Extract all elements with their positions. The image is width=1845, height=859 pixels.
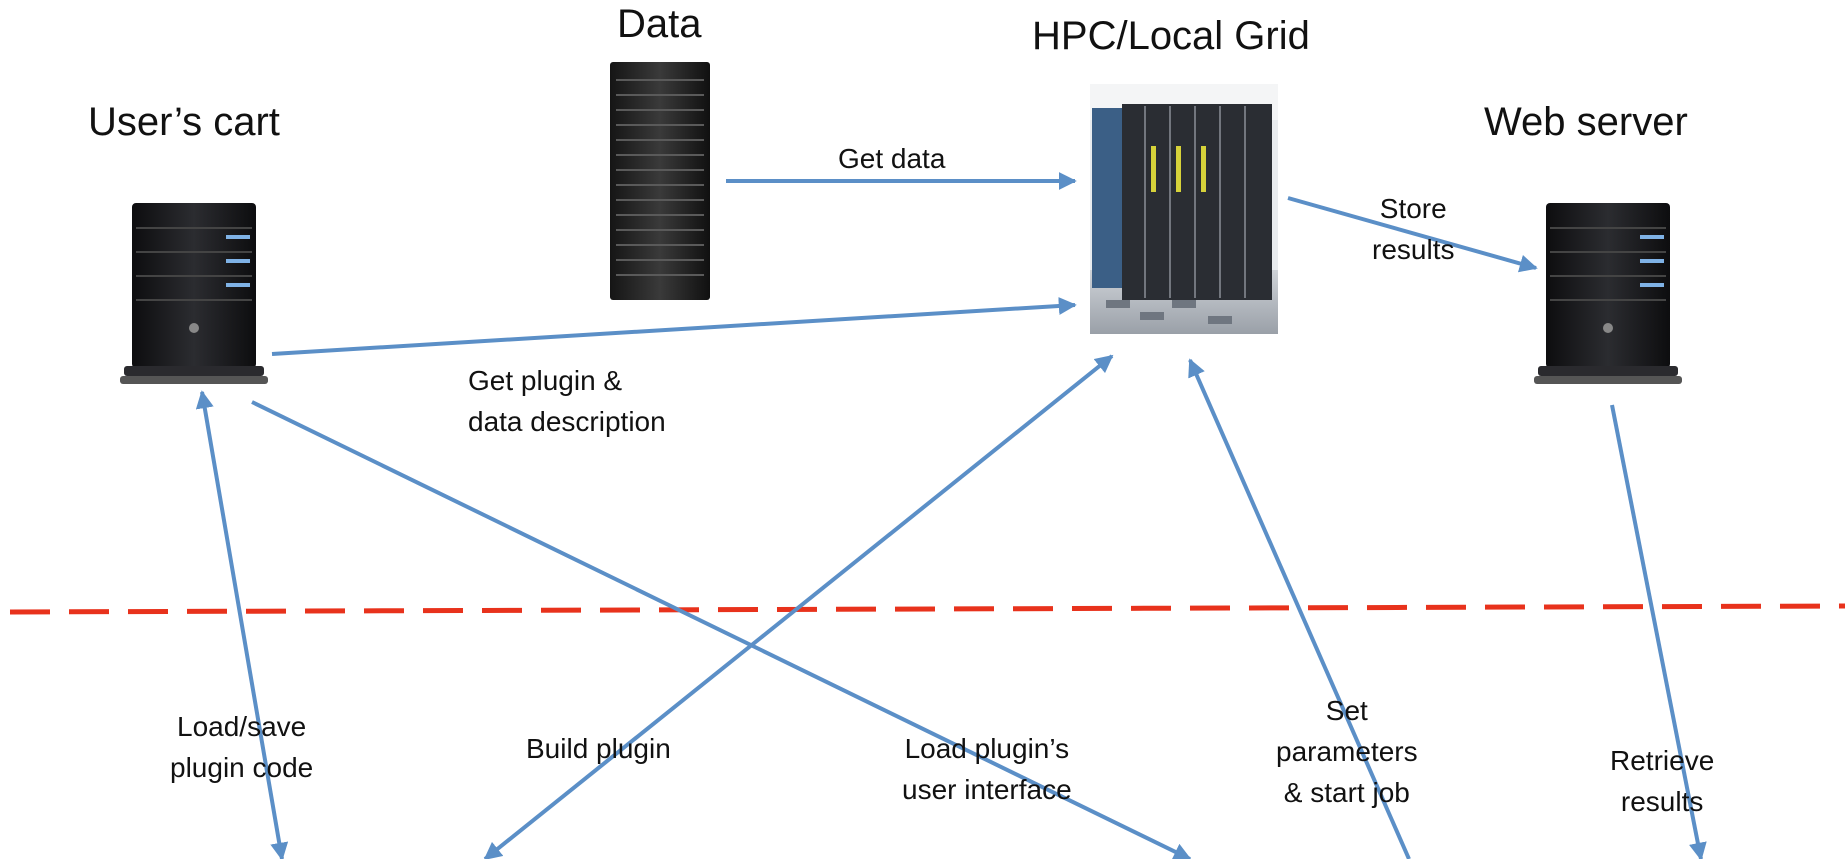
arrow-build-plugin <box>483 354 1114 859</box>
label-retrieve-results: Retrieve results <box>1610 745 1715 817</box>
hpc-local-grid-title: HPC/Local Grid <box>1032 14 1310 58</box>
network-boundary-line <box>9 603 1845 615</box>
label-get-plugin: Get plugin & data description <box>468 365 666 437</box>
users-cart-server-icon <box>120 203 268 384</box>
label-build-plugin: Build plugin <box>526 733 671 764</box>
arrow-store-results <box>1287 196 1538 273</box>
arrow-get-plugin <box>271 297 1077 356</box>
hpc-server-room-icon <box>1090 84 1278 334</box>
label-store-results: Store results <box>1372 193 1455 265</box>
label-set-parameters: Set parameters & start job <box>1276 695 1418 808</box>
web-server-icon <box>1534 203 1682 384</box>
users-cart-title: User’s cart <box>88 100 280 144</box>
web-server-title: Web server <box>1484 100 1688 144</box>
arrow-retrieve-results <box>1610 404 1707 859</box>
arrow-set-parameters <box>1188 358 1411 859</box>
label-load-save-plugin-code: Load/save plugin code <box>170 711 314 783</box>
arrow-load-plugin-ui <box>251 400 1192 859</box>
data-title: Data <box>617 2 702 46</box>
label-get-data: Get data <box>838 143 946 174</box>
arrow-load-save-plugin-code <box>195 390 289 859</box>
data-storage-rack-icon <box>610 62 710 300</box>
label-load-plugin-ui: Load plugin’s user interface <box>902 733 1072 805</box>
